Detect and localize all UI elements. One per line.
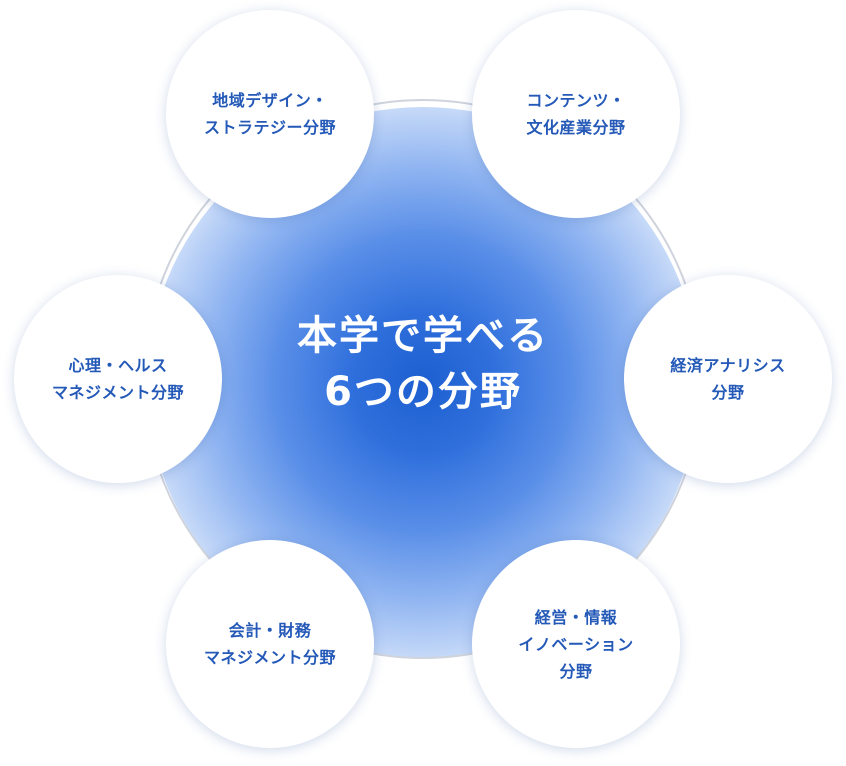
field-node-label-line: 経営・情報 [534,607,618,627]
field-node-regional-design[interactable]: 地域デザイン・ ストラテジー分野 [166,10,374,218]
field-node-psychology-health[interactable]: 心理・ヘルス マネジメント分野 [14,275,222,483]
field-node-label-line: 地域デザイン・ [212,91,328,110]
field-node-label-line: コンテンツ・ [526,91,626,110]
field-node-label-line: ストラテジー分野 [203,118,336,137]
field-node-label-line: 分野 [559,661,593,681]
center-title: 本学で学べる 6つの分野 [223,308,623,420]
field-node-label-line: 分野 [711,383,745,402]
field-node-label-line: 経済アナリシス [670,356,786,375]
field-node-contents-culture[interactable]: コンテンツ・ 文化産業分野 [472,10,680,218]
field-node-label-line: 文化産業分野 [526,118,626,137]
field-node-label-line: 心理・ヘルス [68,356,168,375]
center-title-line-2: 6つの分野 [324,369,522,415]
field-node-label-line: マネジメント分野 [203,648,336,667]
field-node-accounting-finance[interactable]: 会計・財務 マネジメント分野 [166,540,374,748]
field-node-label-line: イノベーション [518,634,634,654]
field-node-label-line: 会計・財務 [228,621,312,640]
field-node-economic-analysis[interactable]: 経済アナリシス 分野 [624,275,832,483]
field-node-label-line: マネジメント分野 [51,383,184,402]
center-title-line-1: 本学で学べる [297,313,549,359]
field-node-management-innovation[interactable]: 経営・情報 イノベーション 分野 [472,540,680,748]
